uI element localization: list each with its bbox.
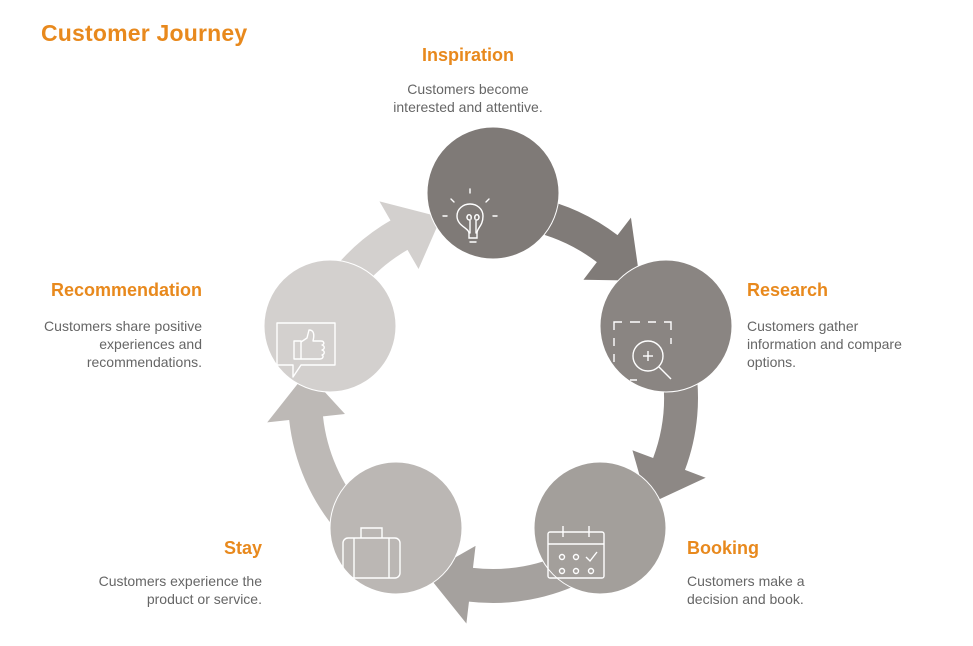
stage-title-stay: Stay (223, 538, 262, 558)
desc-line: experiences and (99, 336, 202, 352)
stage-desc-research: Customers gather information and compare… (747, 317, 947, 371)
stage-desc-recommendation: Customers share positive experiences and… (2, 317, 202, 371)
stage-circle-research (599, 259, 733, 393)
stage-circle-stay (329, 461, 463, 595)
suitcase-icon (342, 527, 401, 579)
desc-line: decision and book. (687, 591, 804, 607)
desc-line: Customers experience the (98, 573, 262, 589)
stage-title-research: Research (747, 280, 829, 300)
arrow-inspiration-to-research (528, 197, 640, 281)
stage-desc-inspiration: Customers become interested and attentiv… (368, 80, 568, 116)
stage-title-booking: Booking (687, 538, 759, 558)
arrow-research-to-booking (632, 360, 706, 505)
stage-title-inspiration: Inspiration (421, 45, 514, 65)
lightbulb-icon (442, 188, 498, 243)
thumbs-up-icon (276, 322, 336, 378)
desc-line: Customers share positive (44, 318, 202, 334)
stage-circle-inspiration (426, 126, 560, 260)
stage-circle-recommendation (263, 259, 397, 393)
desc-line: information and compare (747, 336, 902, 352)
stage-circle-booking (533, 461, 667, 595)
stage-desc-stay: Customers experience the product or serv… (42, 572, 262, 608)
desc-line: Customers become (407, 81, 529, 97)
calendar-icon (547, 526, 605, 579)
magnifier-icon (613, 321, 672, 381)
desc-line: recommendations. (86, 354, 202, 370)
stage-icons (276, 188, 672, 579)
desc-line: interested and attentive. (393, 99, 543, 115)
stage-desc-booking: Customers make a decision and book. (687, 572, 887, 608)
desc-line: options. (747, 354, 797, 370)
desc-line: product or service. (146, 591, 262, 607)
page-title: Customer Journey (41, 20, 248, 46)
desc-line: Customers make a (687, 573, 805, 589)
desc-line: Customers gather (747, 318, 859, 334)
stage-title-recommendation: Recommendation (50, 280, 202, 300)
